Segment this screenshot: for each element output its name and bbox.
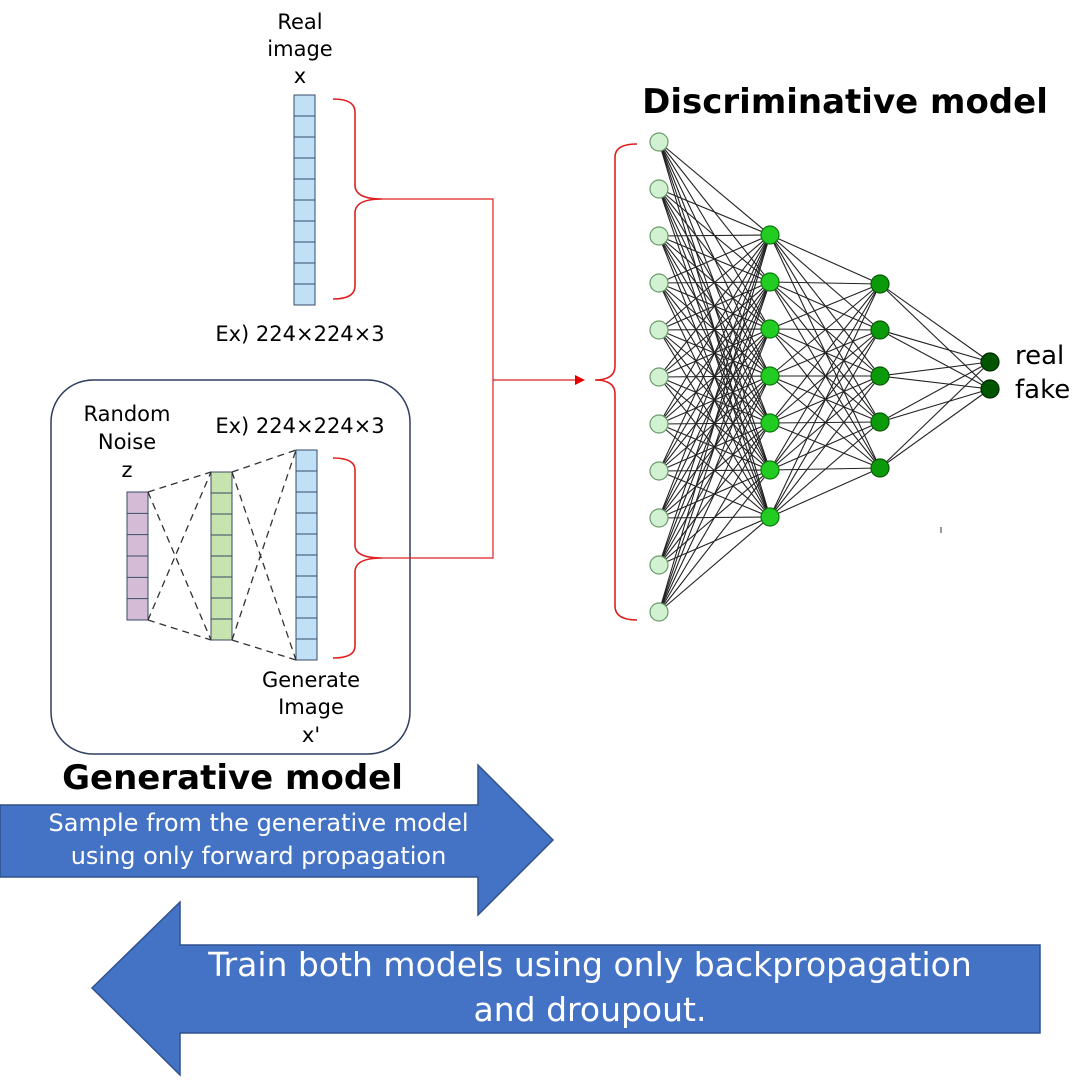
output-label-real: real xyxy=(1015,341,1065,371)
nn-node-output xyxy=(980,352,1000,372)
nn-edge xyxy=(769,375,881,518)
nn-edge xyxy=(658,234,771,472)
nn-edge xyxy=(879,361,991,469)
nn-edge xyxy=(658,375,771,613)
nn-node-hidden2 xyxy=(870,458,890,478)
nn-edge xyxy=(879,283,991,390)
nn-node-input xyxy=(649,179,669,199)
forward-arrow-text-2: using only forward propagation xyxy=(70,842,447,870)
nn-edge xyxy=(769,281,881,285)
nn-node-input xyxy=(649,132,669,152)
nn-node-hidden1 xyxy=(760,507,780,527)
nn-node-hidden1 xyxy=(760,413,780,433)
discriminator-input-bracket xyxy=(594,143,638,621)
nn-node-input xyxy=(649,414,669,434)
nn-node-hidden2 xyxy=(870,412,890,432)
output-label-fake: fake xyxy=(1015,375,1071,405)
generator-box xyxy=(50,379,411,755)
nn-node-input xyxy=(649,555,669,575)
real-image-vector xyxy=(293,94,316,306)
noise-vector xyxy=(126,491,149,621)
nn-node-hidden1 xyxy=(760,460,780,480)
generator-connections xyxy=(147,449,297,661)
nn-edge xyxy=(879,375,991,390)
generated-image-label-2: Image xyxy=(278,695,344,719)
nn-edge xyxy=(658,141,771,236)
real-image-label-2: image xyxy=(267,37,333,61)
nn-edge xyxy=(769,283,881,377)
nn-node-hidden1 xyxy=(760,272,780,292)
nn-edge xyxy=(658,469,771,613)
nn-edge xyxy=(769,329,881,518)
noise-label-2: Noise xyxy=(97,430,157,454)
nn-edge xyxy=(769,421,881,518)
nn-edge xyxy=(879,329,991,390)
stray-mark xyxy=(940,527,942,533)
noise-label-3: z xyxy=(121,458,133,482)
nn-node-hidden2 xyxy=(870,320,890,340)
generator-hidden-vector xyxy=(210,471,233,641)
nn-edge xyxy=(658,422,771,613)
nn-edge xyxy=(658,328,771,613)
nn-edge xyxy=(879,388,991,469)
nn-edge xyxy=(658,281,771,613)
nn-edge xyxy=(658,234,771,284)
nn-edge xyxy=(879,329,991,363)
backward-arrow-text-2: and droupout. xyxy=(473,990,707,1029)
nn-edge xyxy=(658,234,771,331)
nn-node-input xyxy=(649,461,669,481)
nn-node-input xyxy=(649,320,669,340)
nn-edge xyxy=(769,234,881,285)
nn-edge xyxy=(879,388,991,423)
nn-node-hidden2 xyxy=(870,274,890,294)
nn-node-input xyxy=(649,508,669,528)
nn-edge xyxy=(658,234,771,425)
discriminative-model-title: Discriminative model xyxy=(642,82,1048,122)
nn-node-hidden1 xyxy=(760,225,780,245)
generative-model-title: Generative model xyxy=(62,758,403,798)
nn-edge xyxy=(769,283,881,330)
generated-image-label-1: Generate xyxy=(261,668,361,692)
nn-edge xyxy=(879,283,991,363)
real-image-label-1: Real xyxy=(277,10,323,34)
real-image-bracket xyxy=(332,98,383,300)
nn-edge xyxy=(658,234,771,378)
nn-edge xyxy=(658,234,771,566)
nn-node-input xyxy=(649,273,669,293)
nn-edge xyxy=(658,188,771,236)
forward-arrow xyxy=(0,763,555,917)
nn-edge xyxy=(658,234,771,613)
nn-node-hidden1 xyxy=(760,366,780,386)
nn-edge xyxy=(879,361,991,423)
generated-image-label-3: x' xyxy=(301,723,321,747)
nn-node-input xyxy=(649,367,669,387)
nn-node-input xyxy=(649,602,669,622)
noise-label-1: Random xyxy=(83,402,171,426)
generated-image-bracket xyxy=(332,457,383,659)
backward-arrow xyxy=(90,900,1041,1077)
nn-edge xyxy=(879,361,991,377)
generator-example: Ex) 224×224×3 xyxy=(215,414,385,438)
nn-edge xyxy=(658,234,771,519)
nn-edge xyxy=(658,234,771,237)
discriminator-nodes xyxy=(649,132,1000,622)
nn-node-input xyxy=(649,226,669,246)
merge-connector xyxy=(382,198,585,559)
nn-edge xyxy=(769,467,881,518)
real-image-example: Ex) 224×224×3 xyxy=(215,322,385,346)
backward-arrow-text-1: Train both models using only backpropaga… xyxy=(208,945,972,984)
forward-arrow-text-1: Sample from the generative model xyxy=(48,809,469,837)
real-image-label-3: x xyxy=(293,64,307,88)
nn-edge xyxy=(769,283,881,471)
nn-node-output xyxy=(980,379,1000,399)
discriminator-edges xyxy=(658,141,991,613)
nn-edge xyxy=(769,283,881,424)
nn-node-hidden1 xyxy=(760,319,780,339)
nn-edge xyxy=(769,283,881,518)
nn-node-hidden2 xyxy=(870,366,890,386)
generated-image-vector xyxy=(295,449,318,661)
nn-edge xyxy=(658,516,771,613)
